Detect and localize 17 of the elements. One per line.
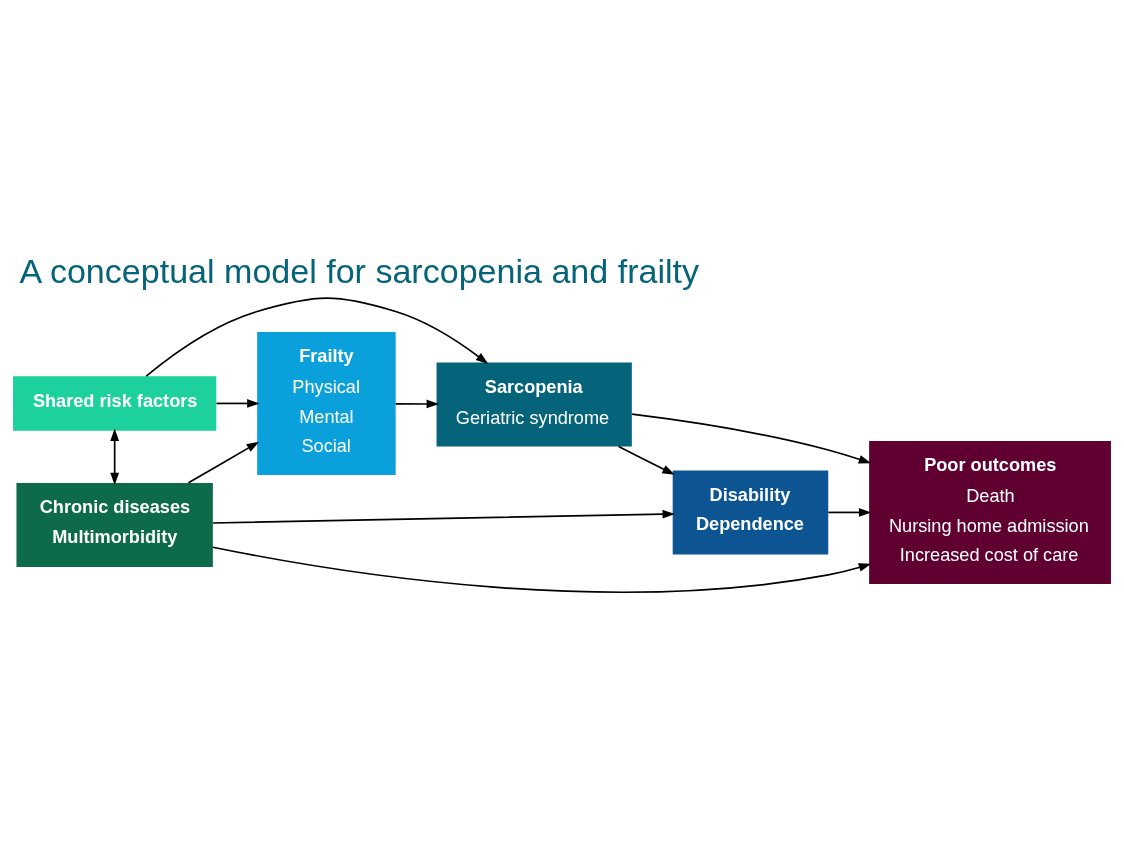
arrow: [617, 445, 675, 475]
diagram-title: A conceptual model for sarcopenia and frailty: [19, 251, 700, 290]
node-box: Chronic diseases Multimorbidity: [16, 482, 213, 567]
node-box: Disability Dependence: [672, 469, 829, 554]
arrow: [145, 296, 489, 377]
arrow: [212, 545, 872, 593]
arrow: [394, 399, 440, 408]
arrow: [187, 441, 260, 484]
node-box: Sarcopenia Geriatric syndrome: [436, 362, 632, 447]
node-box: Poor outcomes Death Nursing home admission Increased cost of care: [869, 440, 1111, 584]
arrow: [631, 412, 872, 463]
arrow: [215, 398, 260, 408]
arrow: [212, 509, 676, 524]
arrow: [827, 507, 872, 517]
node-box: Shared risk factors: [13, 375, 217, 431]
node-box: Frailty Physical Mental Social: [257, 331, 396, 475]
arrow: [110, 427, 120, 485]
